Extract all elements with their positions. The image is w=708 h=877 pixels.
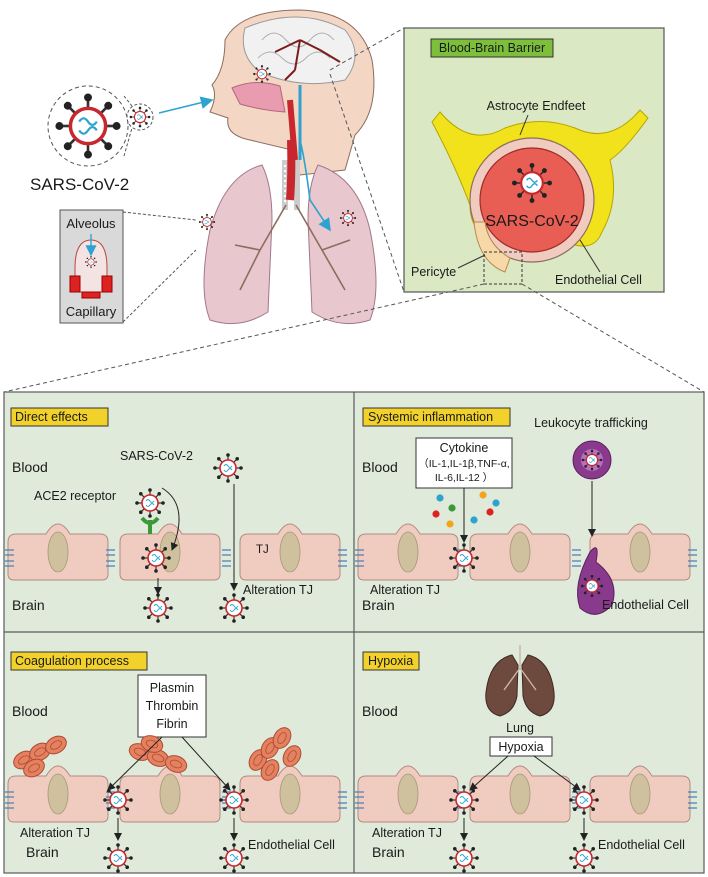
panel-direct-effects: Direct effects Blood Brain SARS-CoV-2 AC… [4,407,348,624]
coag-factor-1: Plasmin [150,681,195,695]
panel-hypoxia: Hypoxia Blood Brain Lung Hypoxia Alterat… [354,645,698,874]
hypoxia-box-label: Hypoxia [498,740,543,754]
hypoxia-blood: Blood [362,703,398,719]
leukocyte-icon [572,440,615,615]
hypoxia-title: Hypoxia [368,654,413,668]
dark-lung-icon [485,645,555,717]
coag-brain: Brain [26,844,59,860]
sars-cov-2-label: SARS-CoV-2 [30,175,129,194]
virus-cluster [47,85,154,167]
coag-factors-box [137,674,207,738]
lungs-illustration [198,139,377,325]
cytokine-box [415,437,513,489]
systemic-brain: Brain [362,597,395,613]
cytokine-dots [432,491,500,528]
astrocyte-label: Astrocyte Endfeet [487,99,586,113]
coag-blood: Blood [12,703,48,719]
systemic-endothelial: Endothelial Cell [602,598,689,612]
hypoxia-box [489,736,553,757]
leukocyte-label: Leukocyte trafficking [534,416,648,430]
systemic-blood: Blood [362,459,398,475]
bbb-title-badge [430,38,554,58]
direct-virus-label: SARS-CoV-2 [120,449,193,463]
coag-factor-3: Fibrin [156,717,187,731]
coag-alteration: Alteration TJ [20,826,90,840]
lung-label: Lung [506,721,534,735]
direct-brain: Brain [12,597,45,613]
bbb-panel: Blood-Brain Barrier SARS-CoV-2 Astrocyte… [403,27,665,293]
hypoxia-brain: Brain [372,844,405,860]
direct-blood: Blood [12,459,48,475]
alveolus-sac-icon [69,234,113,299]
pericyte-label: Pericyte [411,265,456,279]
direct-title: Direct effects [15,410,88,424]
direct-alteration: Alteration TJ [243,583,313,597]
coag-title: Coagulation process [15,654,129,668]
coag-factor-2: Thrombin [146,699,199,713]
systemic-title: Systemic inflammation [368,410,493,424]
panel-systemic-inflammation: Systemic inflammation Blood Brain Cytoki… [354,407,698,615]
systemic-alteration: Alteration TJ [370,583,440,597]
cytokine-list-1: （IL-1,IL-1β,TNF-α, [418,458,509,470]
hypoxia-alteration: Alteration TJ [372,826,442,840]
ace2-receptor-icon [140,516,160,534]
panel-coagulation: Coagulation process Blood Brain Plasmin … [4,651,348,874]
hypoxia-endothelial: Endothelial Cell [598,838,685,852]
coag-endothelial: Endothelial Cell [248,838,335,852]
alveolus-label: Alveolus [66,216,116,231]
tj-label: TJ [256,544,269,556]
capillary-label: Capillary [66,304,117,319]
endothelial-label: Endothelial Cell [555,273,642,287]
cytokine-list-2: IL-6,IL-12 ） [435,472,493,484]
cytokine-title: Cytokine [440,441,489,455]
bbb-title: Blood-Brain Barrier [439,41,545,55]
ace2-label: ACE2 receptor [34,489,116,503]
lumen-virus-label: SARS-CoV-2 [485,213,578,230]
entry-arrow [158,96,214,114]
